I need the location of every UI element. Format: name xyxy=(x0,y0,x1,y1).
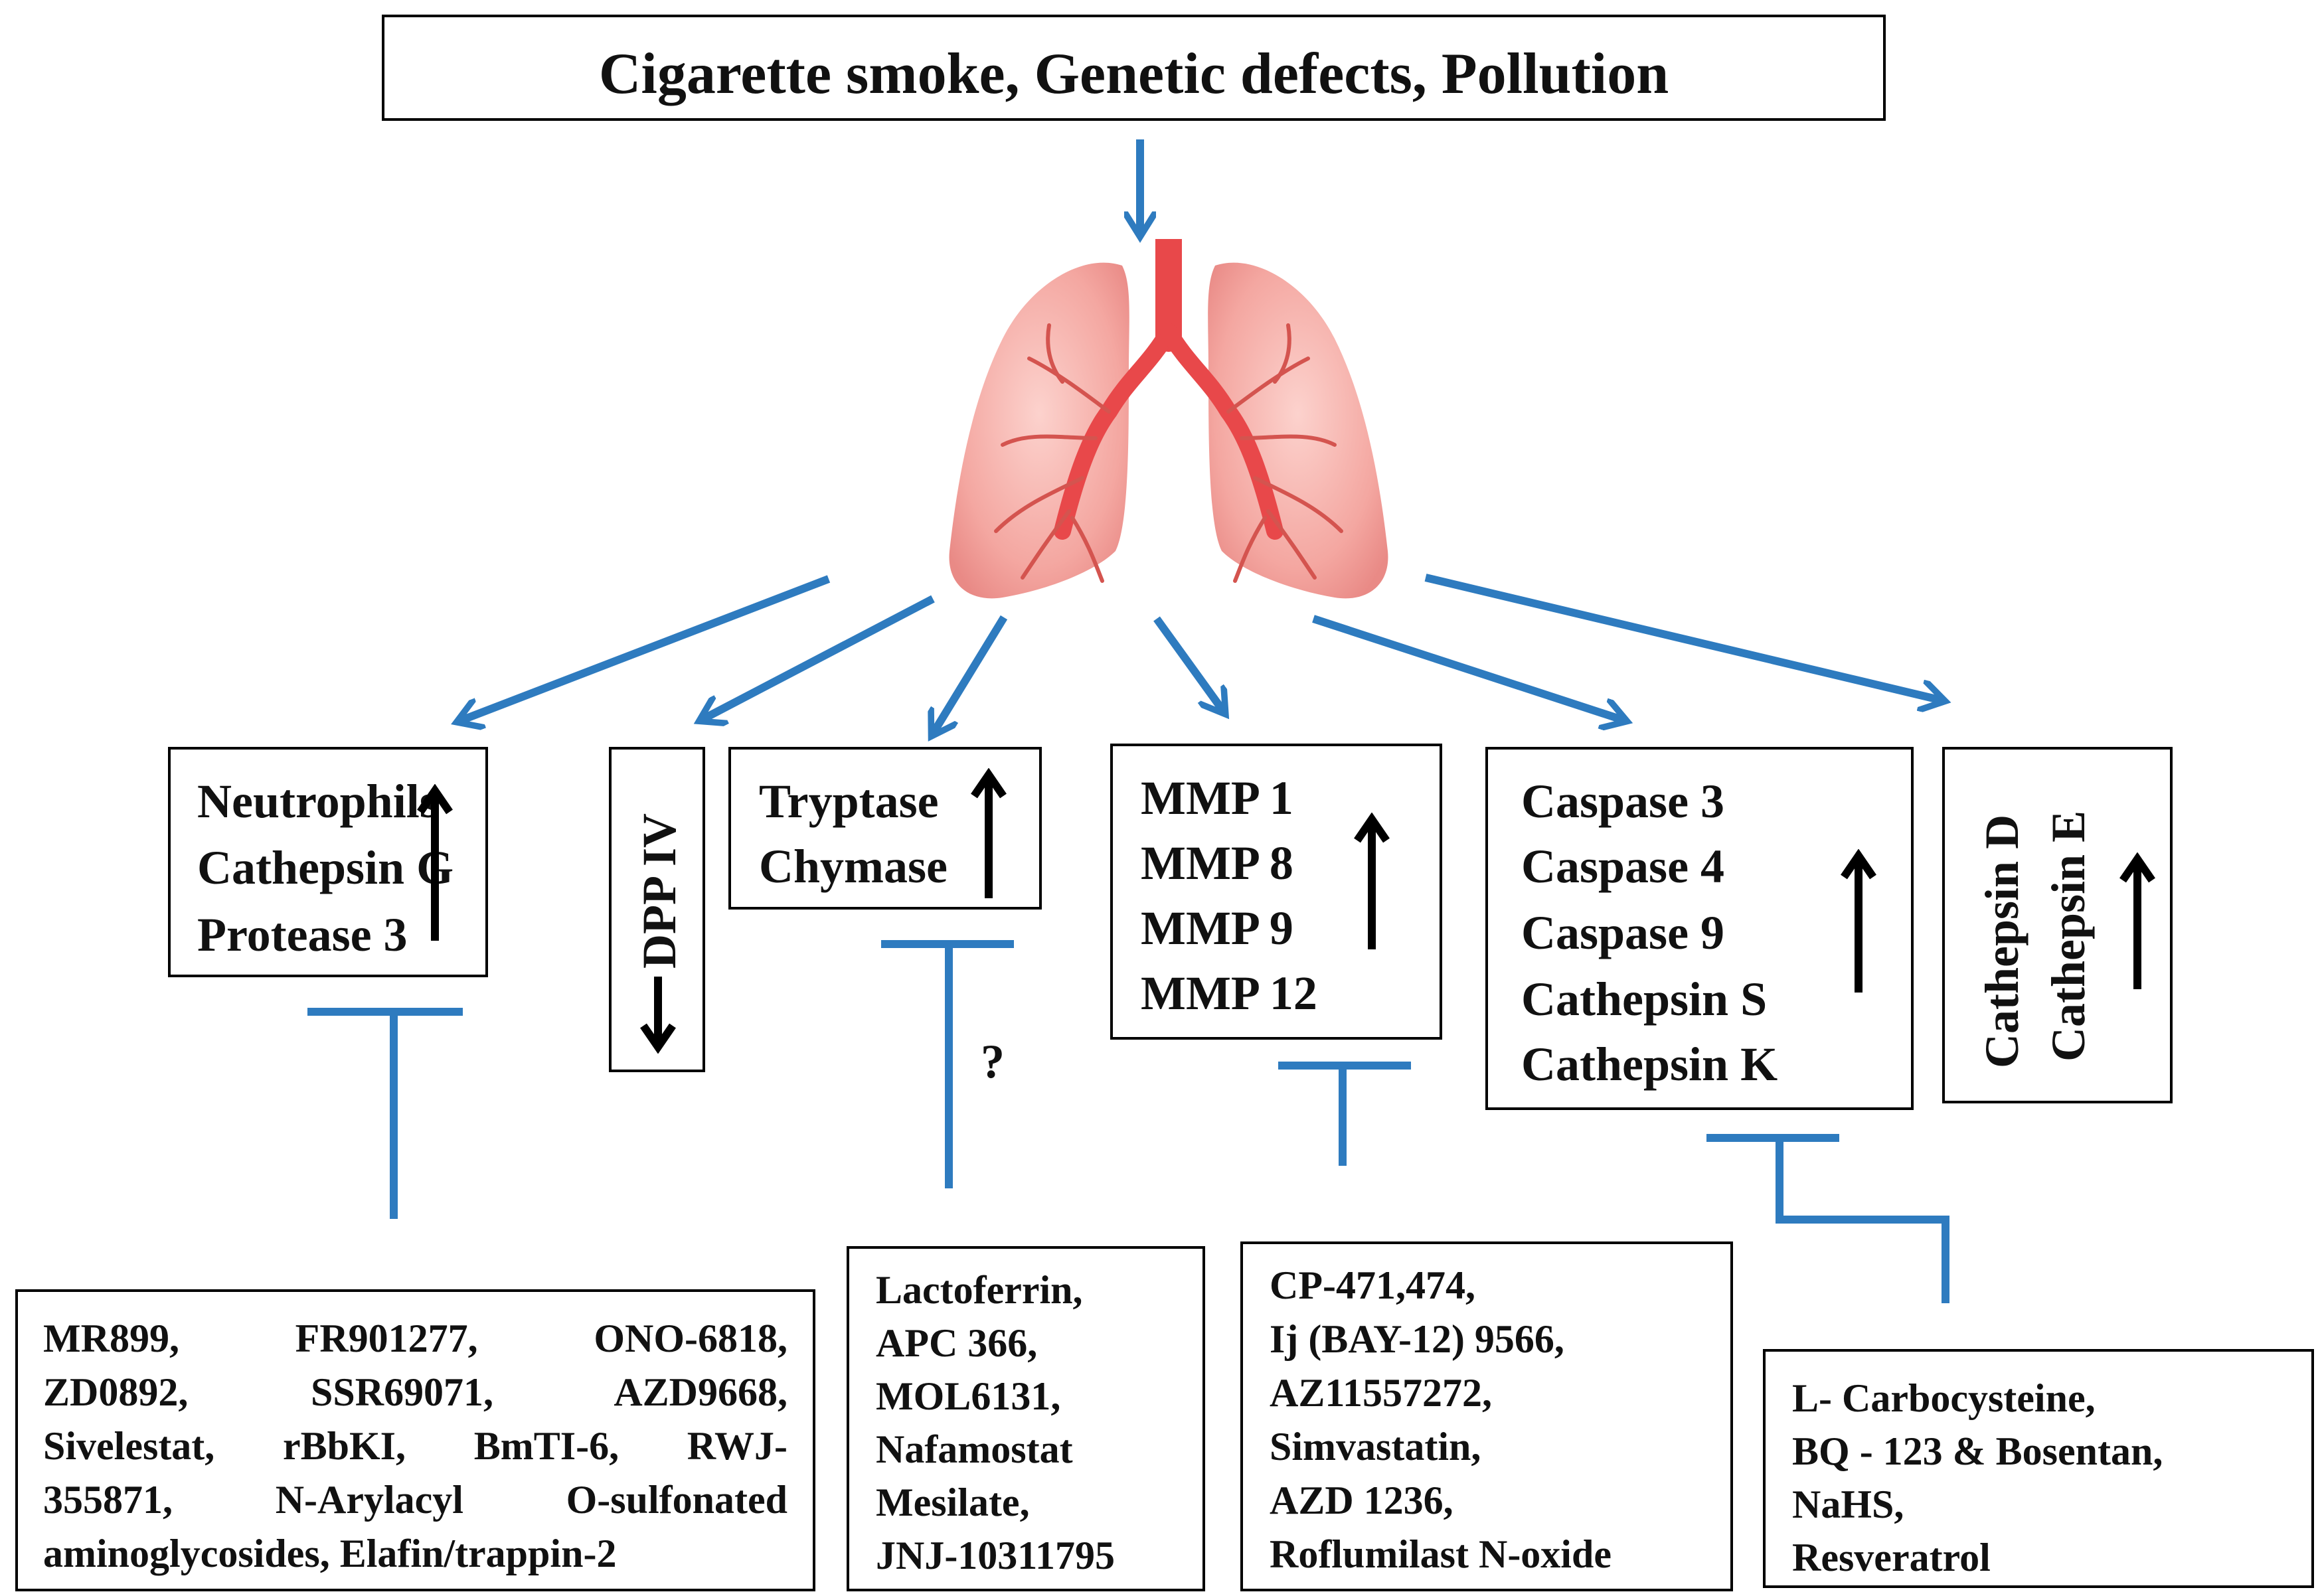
mmp-line-2: MMP 8 xyxy=(1141,837,1293,890)
tryptase-inhibitors-text: Lactoferrin, APC 366, MOL6131, Nafamosta… xyxy=(876,1263,1115,1582)
inhibitor-item: AZD 1236, xyxy=(1270,1478,1453,1522)
caspase-inhibitors-box: L- Carbocysteine, BQ - 123 & Bosentan, N… xyxy=(1763,1349,2314,1588)
inhibit-stem-caspase xyxy=(1776,1138,1949,1303)
inhibitor-item: 355871, xyxy=(43,1478,173,1522)
cathepsin-de-line-1: Cathepsin D xyxy=(1975,814,2028,1068)
down-arrow-icon xyxy=(640,977,676,1054)
arrow-to-caspase xyxy=(1312,615,1624,720)
caspase-line-1: Caspase 3 xyxy=(1521,775,1725,828)
inhibitor-item: Simvastatin, xyxy=(1270,1425,1481,1469)
mmp-line-1: MMP 1 xyxy=(1141,771,1293,825)
inhibitor-item: ZD0892, xyxy=(43,1370,189,1414)
inhibitor-row: ZD0892, SSR69071, AZD9668, xyxy=(43,1366,787,1419)
tryptase-box: Tryptase Chymase xyxy=(728,747,1042,910)
inhibitor-item: Lactoferrin, xyxy=(876,1268,1083,1312)
inhibitor-item: O-sulfonated xyxy=(566,1478,787,1522)
mmp-inhibitors-text: CP-471,474, Ij (BAY-12) 9566, AZ11557272… xyxy=(1270,1259,1612,1581)
inhibitor-item: FR901277, xyxy=(295,1317,478,1360)
cathepsin-de-box: Cathepsin D Cathepsin E xyxy=(1942,747,2173,1103)
inhibitor-item: Nafamostat xyxy=(876,1427,1073,1471)
causes-text: Cigarette smoke, Genetic defects, Pollut… xyxy=(598,42,1669,106)
inhibitor-item: BmTI-6, xyxy=(473,1424,620,1468)
neutrophil-inhibitors-box: MR899, FR901277, ONO-6818, ZD0892, SSR69… xyxy=(15,1289,815,1591)
up-arrow-icon xyxy=(1354,813,1390,949)
mmp-inhibitors-box: CP-471,474, Ij (BAY-12) 9566, AZ11557272… xyxy=(1240,1241,1733,1591)
inhibitor-item: JNJ-10311795 xyxy=(876,1534,1115,1577)
dpp-box: DPP IV xyxy=(609,747,705,1072)
neutrophils-line-3: Protease 3 xyxy=(197,908,408,961)
mmp-line-4: MMP 12 xyxy=(1141,967,1317,1020)
caspase-line-4: Cathepsin S xyxy=(1521,973,1768,1026)
inhibitor-item: N-Arylacyl xyxy=(275,1478,463,1522)
inhibitor-row: 355871, N-Arylacyl O-sulfonated xyxy=(43,1473,787,1527)
caspase-line-5: Cathepsin K xyxy=(1521,1038,1778,1091)
inhibitor-item: AZ11557272, xyxy=(1270,1371,1493,1415)
bronchioles xyxy=(994,323,1343,583)
right-lung xyxy=(1208,262,1388,599)
arrow-to-neutrophils xyxy=(459,575,831,721)
inhibitor-item: Roflumilast N-oxide xyxy=(1270,1532,1612,1576)
up-arrow-icon xyxy=(417,784,453,941)
caspase-line-2: Caspase 4 xyxy=(1521,840,1725,893)
caspase-inhibitors-text: L- Carbocysteine, BQ - 123 & Bosentan, N… xyxy=(1792,1372,2163,1584)
mmp-line-3: MMP 9 xyxy=(1141,902,1293,955)
inhibitor-item: MR899, xyxy=(43,1317,179,1360)
inhibitor-item: APC 366, xyxy=(876,1321,1038,1365)
inhibitor-row: Sivelestat, rBbKI, BmTI-6, RWJ- xyxy=(43,1419,787,1473)
lungs-icon xyxy=(949,239,1388,599)
inhibitor-item: Resveratrol xyxy=(1792,1536,1991,1579)
neutrophils-line-2: Cathepsin G xyxy=(197,841,454,894)
arrow-to-cathepsin-de xyxy=(1424,574,1942,700)
inhibitor-item: MOL6131, xyxy=(876,1374,1061,1418)
caspase-box: Caspase 3 Caspase 4 Caspase 9 Cathepsin … xyxy=(1485,747,1914,1110)
inhibitor-item: RWJ- xyxy=(687,1424,787,1468)
arrow-to-dpp xyxy=(702,595,935,720)
causes-box: Cigarette smoke, Genetic defects, Pollut… xyxy=(382,15,1886,121)
neutrophil-inhibitors-text: MR899, FR901277, ONO-6818, ZD0892, SSR69… xyxy=(43,1312,787,1581)
neutrophils-box: Neutrophils Cathepsin G Protease 3 xyxy=(168,747,488,977)
inhibitor-row: aminoglycosides, Elafin/trappin-2 xyxy=(43,1532,617,1575)
caspase-line-3: Caspase 9 xyxy=(1521,906,1725,959)
inhibitor-item: Ij (BAY-12) 9566, xyxy=(1270,1317,1564,1361)
arrow-to-tryptase xyxy=(933,615,1008,734)
inhibitor-item: SSR69071, xyxy=(310,1370,494,1414)
inhibitor-item: rBbKI, xyxy=(282,1424,406,1468)
tryptase-line-2: Chymase xyxy=(759,840,948,893)
inhibitor-item: ONO-6818, xyxy=(594,1317,788,1360)
inhibitor-item: L- Carbocysteine, xyxy=(1792,1376,2096,1420)
dpp-text: DPP IV xyxy=(633,813,686,969)
inhibitor-item: NaHS, xyxy=(1792,1482,1904,1526)
mmp-box: MMP 1 MMP 8 MMP 9 MMP 12 xyxy=(1110,744,1442,1040)
inhibitor-item: BQ - 123 & Bosentan, xyxy=(1792,1429,2163,1473)
inhibitor-item: CP-471,474, xyxy=(1270,1263,1475,1307)
question-mark: ? xyxy=(981,1035,1005,1088)
up-arrow-icon xyxy=(2119,852,2155,989)
tryptase-line-1: Tryptase xyxy=(759,775,939,828)
inhibitor-item: Mesilate, xyxy=(876,1480,1030,1524)
up-arrow-icon xyxy=(1841,849,1876,993)
inhibitor-row: MR899, FR901277, ONO-6818, xyxy=(43,1312,787,1366)
neutrophils-line-1: Neutrophils xyxy=(197,775,438,828)
left-lung xyxy=(949,262,1129,599)
inhibitor-item: AZD9668, xyxy=(614,1370,787,1414)
arrow-to-mmp xyxy=(1153,616,1224,712)
inhibitor-item: Sivelestat, xyxy=(43,1424,215,1468)
cathepsin-de-line-2: Cathepsin E xyxy=(2042,810,2095,1062)
tryptase-inhibitors-box: Lactoferrin, APC 366, MOL6131, Nafamosta… xyxy=(847,1246,1205,1591)
up-arrow-icon xyxy=(971,768,1007,898)
